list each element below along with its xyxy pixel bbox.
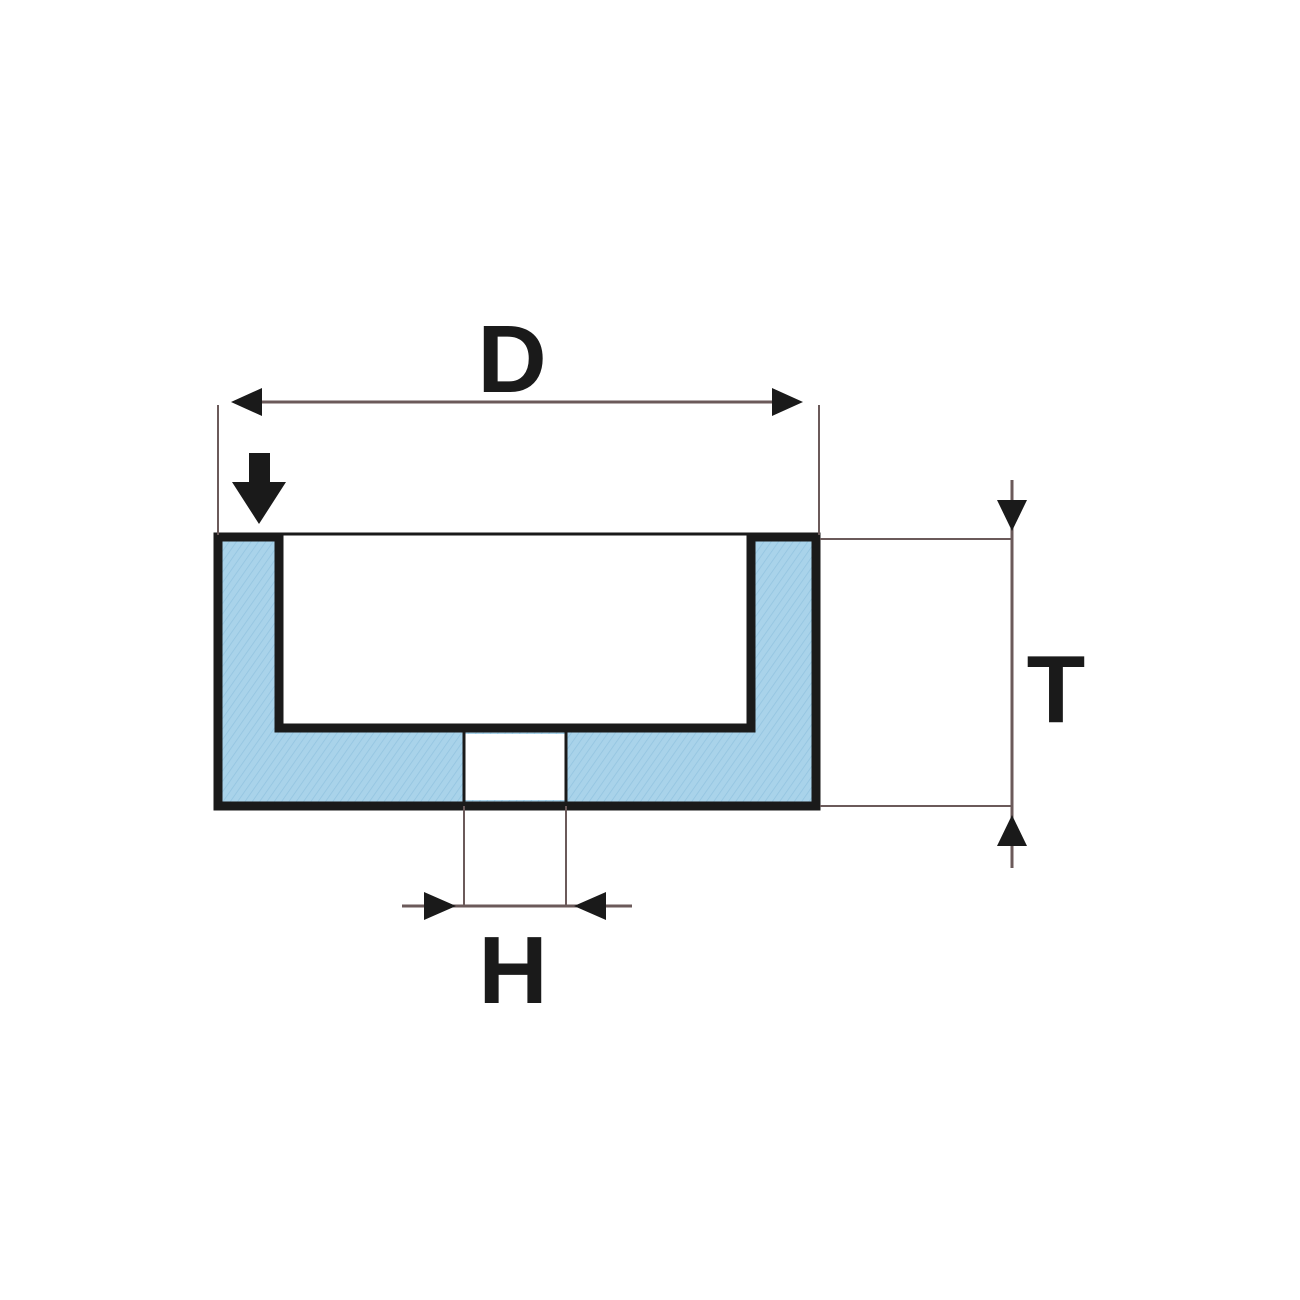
t-label: T [1027, 636, 1086, 743]
d-label: D [477, 306, 546, 413]
h-arrow-right-icon [574, 892, 606, 920]
h-arrow-left-icon [424, 892, 456, 920]
t-arrow-bottom-icon [997, 815, 1027, 846]
dimension-t: T [820, 480, 1085, 868]
dimension-h: H [402, 806, 632, 1024]
d-arrow-left-icon [231, 388, 262, 416]
d-arrow-right-icon [772, 388, 803, 416]
h-label: H [478, 917, 547, 1024]
center-bore [464, 734, 566, 800]
dimension-d: D [217, 306, 820, 535]
wheel-cross-section [213, 532, 821, 811]
down-arrow-icon [232, 453, 286, 524]
t-arrow-top-icon [997, 500, 1027, 531]
